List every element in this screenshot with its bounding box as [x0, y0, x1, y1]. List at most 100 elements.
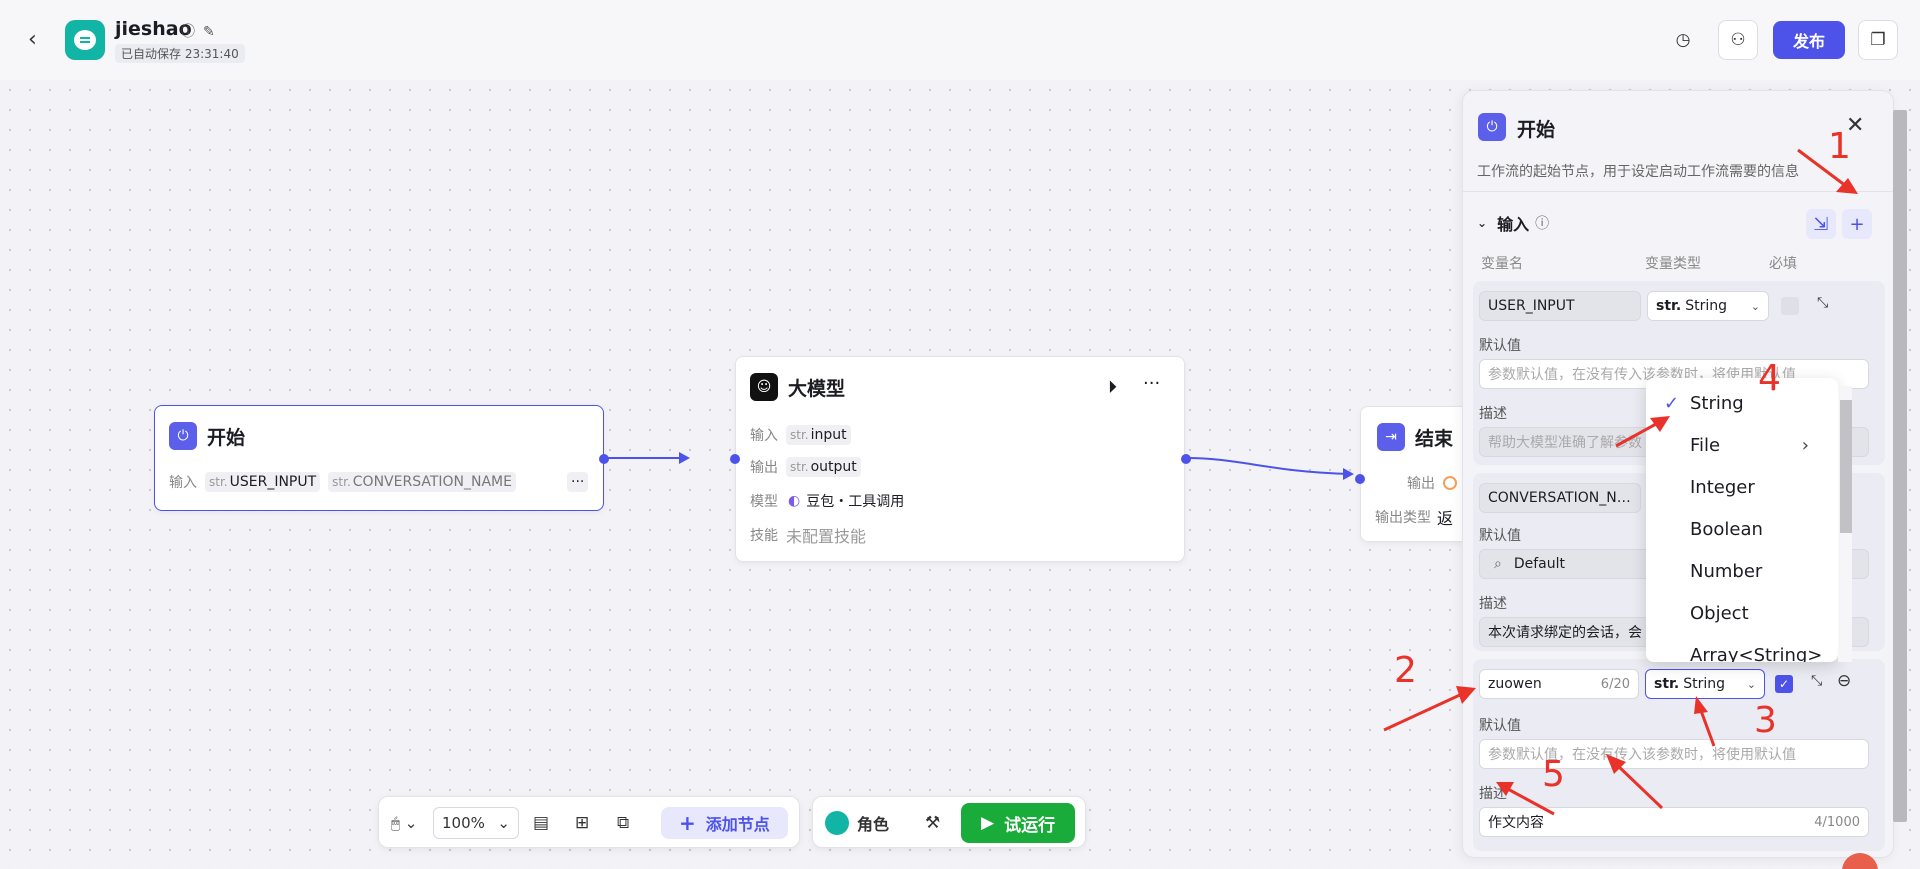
run-toolbar: 角色 ⚒ ▶试运行	[812, 796, 1086, 848]
llm-node[interactable]: ☺ 大模型 ⏵ ··· 输入 str.input 输出 str.output 模…	[730, 356, 1191, 562]
llm-input-tag: str.input	[786, 425, 851, 445]
end-node-icon: ⇥	[1377, 423, 1405, 451]
variable-type-select[interactable]: str.String⌄	[1647, 291, 1769, 321]
start-panel-icon: ⏻	[1478, 113, 1506, 141]
annotation-number: 5	[1542, 754, 1565, 795]
start-input-tag: str.USER_INPUT	[205, 472, 321, 492]
comment-icon[interactable]: ▤	[533, 813, 550, 833]
panel-scrollbar[interactable]	[1893, 110, 1907, 822]
col-header-name: 变量名	[1481, 256, 1523, 272]
plus-icon: +	[679, 811, 696, 835]
dropdown-option[interactable]: Object	[1690, 602, 1749, 624]
input-section-header[interactable]: ⌄ 输入 ⓘ	[1477, 215, 1550, 234]
publish-button[interactable]: 发布	[1773, 21, 1845, 59]
add-variable-button[interactable]: +	[1842, 209, 1872, 239]
back-icon[interactable]: ‹	[28, 27, 37, 52]
end-output-label: 输出	[1407, 476, 1435, 492]
info-icon[interactable]: ⓘ	[1535, 216, 1550, 232]
app-name: jieshao	[115, 18, 192, 40]
history-icon[interactable]: ◷	[1675, 30, 1691, 50]
end-input-port[interactable]	[1355, 474, 1365, 484]
variable-name-input[interactable]: CONVERSATION_N…	[1479, 483, 1641, 513]
dropdown-option[interactable]: Number	[1690, 560, 1763, 582]
llm-input-port[interactable]	[730, 454, 740, 464]
default-value-label: 默认值	[1479, 338, 1521, 354]
end-output-type-value: 返	[1437, 509, 1454, 528]
llm-skill-label: 技能	[750, 528, 778, 544]
zoom-select[interactable]: 100%⌄	[433, 807, 519, 839]
dropdown-option[interactable]: File›	[1690, 434, 1809, 456]
start-more-button[interactable]: ···	[567, 472, 589, 492]
add-node-button[interactable]: +添加节点	[661, 807, 788, 839]
close-icon[interactable]: ✕	[1846, 113, 1865, 138]
autosave-status: 已自动保存 23:31:40	[115, 44, 245, 63]
annotation-number: 4	[1758, 358, 1781, 399]
variable-type-dropdown[interactable]: ✓String File› Integer Boolean Number Obj…	[1646, 378, 1838, 662]
app-logo	[65, 20, 105, 60]
tools-icon[interactable]: ⚒	[925, 813, 941, 833]
col-header-required: 必填	[1769, 256, 1797, 272]
layout-icon[interactable]: ⊞	[575, 813, 590, 833]
required-checkbox[interactable]: ✓	[1775, 675, 1793, 693]
top-header: ‹ jieshao ⓘ ✎ 已自动保存 23:31:40 ◷ ⚇ 发布 ❐	[0, 0, 1920, 80]
description-label: 描述	[1479, 786, 1507, 802]
annotation-number: 1	[1828, 126, 1851, 167]
llm-input-label: 输入	[750, 428, 778, 444]
collapse-icon[interactable]: ⤡	[1811, 673, 1823, 689]
chevron-down-icon: ⌄	[1746, 677, 1756, 691]
chevron-right-icon: ›	[1801, 434, 1809, 456]
default-value-label: 默认值	[1479, 718, 1521, 734]
dropdown-option[interactable]: Array<String>	[1690, 644, 1823, 663]
dropdown-option[interactable]: Boolean	[1690, 518, 1763, 540]
end-node-title: 结束	[1415, 427, 1454, 450]
required-checkbox[interactable]	[1781, 297, 1799, 315]
llm-output-label: 输出	[750, 460, 778, 476]
end-node[interactable]: ⇥ 结束 输出 输出类型 返	[1355, 406, 1480, 542]
run-node-icon[interactable]: ⏵	[1108, 377, 1117, 398]
role-avatar	[825, 811, 849, 835]
variable-name-input[interactable]: USER_INPUT	[1479, 291, 1641, 321]
start-input-label: 输入	[169, 475, 197, 491]
col-header-type: 变量类型	[1645, 256, 1701, 272]
dropdown-scroll-thumb[interactable]	[1840, 400, 1852, 533]
info-icon[interactable]: ⓘ	[181, 24, 195, 40]
remove-icon[interactable]: ⊖	[1837, 671, 1852, 691]
import-icon[interactable]: ⇲	[1806, 209, 1836, 239]
start-output-port[interactable]	[599, 454, 609, 464]
default-value-input[interactable]: 参数默认值，在没有传入该参数时，将使用默认值	[1479, 739, 1869, 769]
role-button[interactable]: 角色	[825, 807, 889, 839]
chevron-down-icon[interactable]: ⌄	[1477, 216, 1488, 230]
play-icon: ▶	[981, 813, 995, 833]
search-icon: ⌕	[1494, 556, 1502, 572]
test-run-button[interactable]: ▶试运行	[961, 803, 1076, 843]
llm-output-port[interactable]	[1181, 454, 1191, 464]
check-icon: ✓	[1664, 392, 1680, 414]
variable-type-select[interactable]: str.String⌄	[1645, 669, 1765, 699]
panel-description: 工作流的起始节点，用于设定启动工作流需要的信息	[1477, 164, 1799, 180]
chevron-down-icon: ⌄	[1750, 299, 1760, 313]
llm-more-button[interactable]: ···	[1143, 373, 1161, 394]
canvas-toolbar: 🖱 ⌄ 100%⌄ ▤ ⊞ ⧉ +添加节点	[378, 796, 800, 848]
edge-arrow-2	[1343, 468, 1354, 480]
chevron-down-icon: ⌄	[497, 814, 510, 832]
collaborators-icon[interactable]: ⚇	[1718, 20, 1758, 60]
copy-icon[interactable]: ❐	[1858, 20, 1898, 60]
model-logo-icon: ◐	[788, 493, 801, 509]
edit-icon[interactable]: ✎	[203, 24, 215, 40]
collapse-icon[interactable]: ⤡	[1817, 295, 1829, 311]
avatar[interactable]	[1842, 853, 1878, 869]
start-node[interactable]: ⏻ 开始 输入 str.USER_INPUT str.CONVERSATION_…	[154, 405, 609, 511]
output-var-icon	[1443, 476, 1457, 490]
mouse-mode-icon[interactable]: 🖱 ⌄	[391, 814, 418, 832]
minimap-icon[interactable]: ⧉	[617, 813, 630, 833]
panel-title: 开始	[1517, 119, 1556, 141]
dropdown-option[interactable]: Integer	[1690, 476, 1755, 498]
description-label: 描述	[1479, 596, 1507, 612]
dropdown-option[interactable]: ✓String	[1664, 392, 1744, 414]
annotation-number: 3	[1754, 700, 1777, 741]
end-output-type-label: 输出类型	[1375, 510, 1431, 526]
